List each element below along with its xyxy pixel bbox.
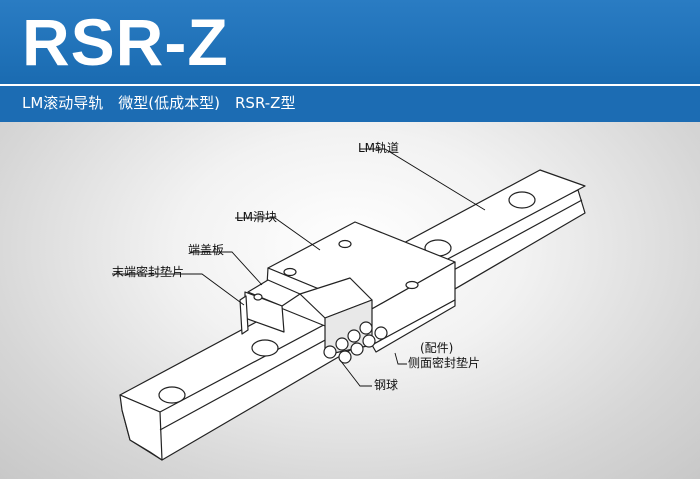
- leader-side-seal: [394, 352, 407, 365]
- steel-ball: [323, 345, 337, 359]
- label-side-seal: 侧面密封垫片: [408, 356, 481, 370]
- steel-ball: [338, 350, 352, 364]
- label-lm-rail: LM轨道: [358, 141, 400, 155]
- label-lm-block: LM滑块: [236, 210, 278, 224]
- leader-steel-ball: [339, 359, 372, 387]
- block-hole: [405, 280, 419, 290]
- leader-lm-block: [235, 217, 321, 251]
- rail-hole: [158, 386, 186, 404]
- label-steel-ball: 钢球: [374, 378, 399, 392]
- leader-end-plate: [190, 251, 263, 286]
- header-divider: [0, 84, 700, 86]
- leader-end-seal: [112, 273, 245, 306]
- header-banner: RSR-Z: [0, 0, 700, 84]
- block-hole: [283, 267, 297, 277]
- side-seal: [371, 299, 456, 353]
- rail-hole: [251, 339, 279, 357]
- steel-ball: [335, 337, 349, 351]
- steel-ball: [362, 334, 376, 348]
- steel-ball: [347, 329, 361, 343]
- product-subtitle: LM滚动导轨 微型(低成本型) RSR-Z型: [22, 94, 296, 112]
- subtitle-bar: [0, 86, 700, 122]
- end-seal: [239, 295, 249, 335]
- steel-ball: [359, 321, 373, 335]
- label-optional: (配件): [420, 341, 454, 355]
- block-hole: [253, 293, 263, 301]
- label-end-plate: 端盖板: [188, 243, 225, 257]
- leader-lm-rail: [360, 148, 486, 211]
- rail-hole: [508, 191, 536, 209]
- block-hole: [338, 239, 352, 249]
- product-title: RSR-Z: [22, 5, 229, 79]
- label-end-seal: 末端密封垫片: [112, 265, 185, 279]
- rail-end-face: [119, 394, 163, 461]
- steel-ball: [350, 342, 364, 356]
- steel-ball: [374, 326, 388, 340]
